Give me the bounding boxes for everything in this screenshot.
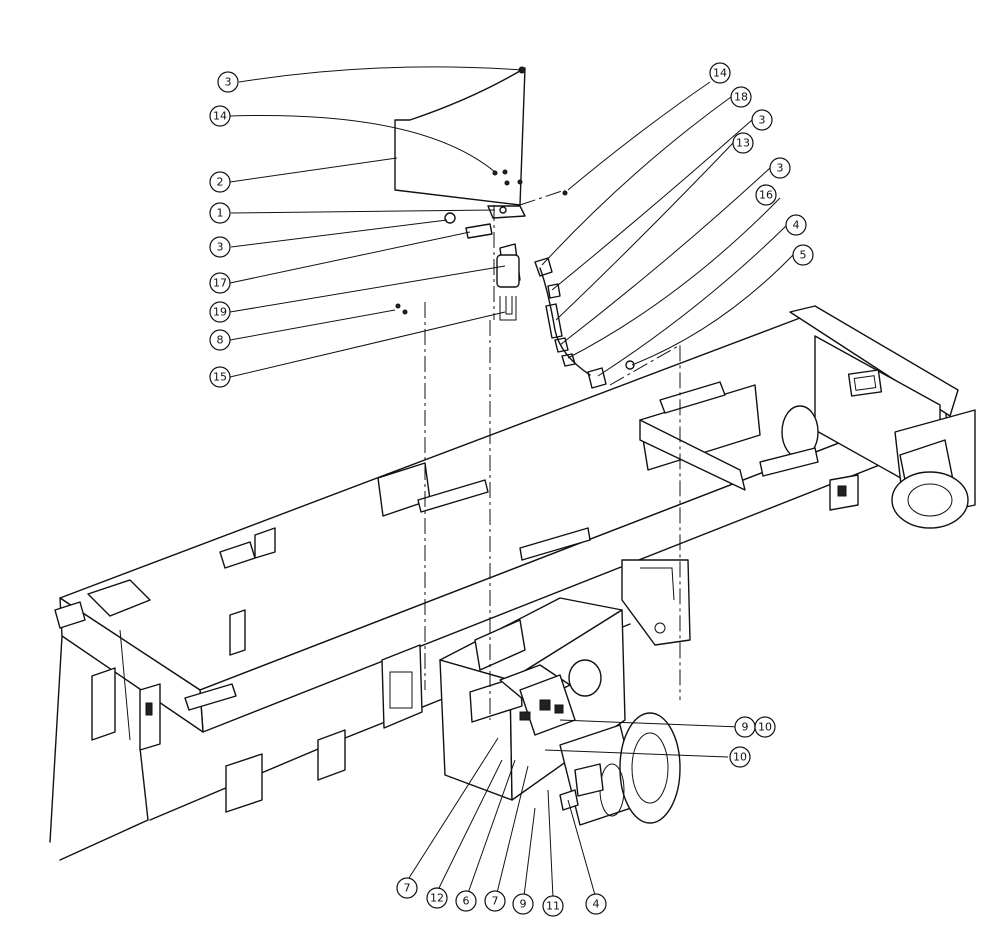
svg-text:17: 17 xyxy=(213,277,227,290)
callout-9-bottom: 9 xyxy=(512,893,534,915)
svg-text:7: 7 xyxy=(492,895,499,908)
svg-text:10: 10 xyxy=(733,751,747,764)
svg-text:9: 9 xyxy=(520,898,527,911)
callout-10-b: 10 xyxy=(729,746,751,768)
filter-assembly xyxy=(394,66,568,321)
callout-6: 6 xyxy=(455,890,477,912)
svg-text:13: 13 xyxy=(736,137,750,150)
cross-member xyxy=(639,381,819,491)
rail-brackets xyxy=(54,462,591,813)
svg-text:1: 1 xyxy=(217,207,224,220)
callout-11: 11 xyxy=(542,895,564,917)
callout-8: 8 xyxy=(209,329,231,351)
callout-14-right: 14 xyxy=(709,62,731,84)
svg-text:6: 6 xyxy=(463,895,470,908)
callout-10-a: 10 xyxy=(754,716,776,738)
callout-4-right: 4 xyxy=(785,214,807,236)
callout-3-mid: 3 xyxy=(209,236,231,258)
leader-lines xyxy=(229,66,794,899)
winch-drum xyxy=(559,712,681,826)
callout-2: 2 xyxy=(209,171,231,193)
svg-text:4: 4 xyxy=(793,219,800,232)
assembly-centerlines xyxy=(424,189,681,720)
svg-text:3: 3 xyxy=(217,241,224,254)
callout-15: 15 xyxy=(209,366,231,388)
svg-text:15: 15 xyxy=(213,371,227,384)
callout-7-b: 7 xyxy=(484,890,506,912)
callout-9-right: 9 xyxy=(734,716,756,738)
svg-text:2: 2 xyxy=(217,176,224,189)
svg-text:12: 12 xyxy=(430,892,444,905)
svg-text:11: 11 xyxy=(546,900,560,913)
winch-mount-box xyxy=(381,597,626,801)
callout-7-a: 7 xyxy=(396,877,418,899)
frame-rail-right xyxy=(781,305,976,529)
callout-18: 18 xyxy=(730,86,752,108)
svg-text:3: 3 xyxy=(225,76,232,89)
svg-text:14: 14 xyxy=(713,67,727,80)
svg-text:5: 5 xyxy=(800,249,807,262)
callout-4-bottom: 4 xyxy=(585,893,607,915)
callout-5: 5 xyxy=(792,244,814,266)
svg-text:3: 3 xyxy=(777,162,784,175)
svg-text:7: 7 xyxy=(404,882,411,895)
callout-12: 12 xyxy=(426,887,448,909)
callout-3-r2: 3 xyxy=(769,157,791,179)
svg-text:14: 14 xyxy=(213,110,227,123)
svg-text:3: 3 xyxy=(759,114,766,127)
svg-text:16: 16 xyxy=(759,189,773,202)
svg-text:4: 4 xyxy=(593,898,600,911)
callout-1: 1 xyxy=(209,202,231,224)
callout-17: 17 xyxy=(209,272,231,294)
svg-text:10: 10 xyxy=(758,721,772,734)
callout-13: 13 xyxy=(732,132,754,154)
svg-text:9: 9 xyxy=(742,721,749,734)
svg-text:19: 19 xyxy=(213,306,227,319)
callout-16: 16 xyxy=(755,184,777,206)
callout-3-r1: 3 xyxy=(751,109,773,131)
callout-3-top: 3 xyxy=(217,71,239,93)
callout-14-left: 14 xyxy=(209,105,231,127)
gusset-bracket xyxy=(621,559,691,646)
hose-fittings xyxy=(534,257,635,389)
svg-text:18: 18 xyxy=(734,91,748,104)
svg-text:8: 8 xyxy=(217,334,224,347)
callout-19: 19 xyxy=(209,301,231,323)
